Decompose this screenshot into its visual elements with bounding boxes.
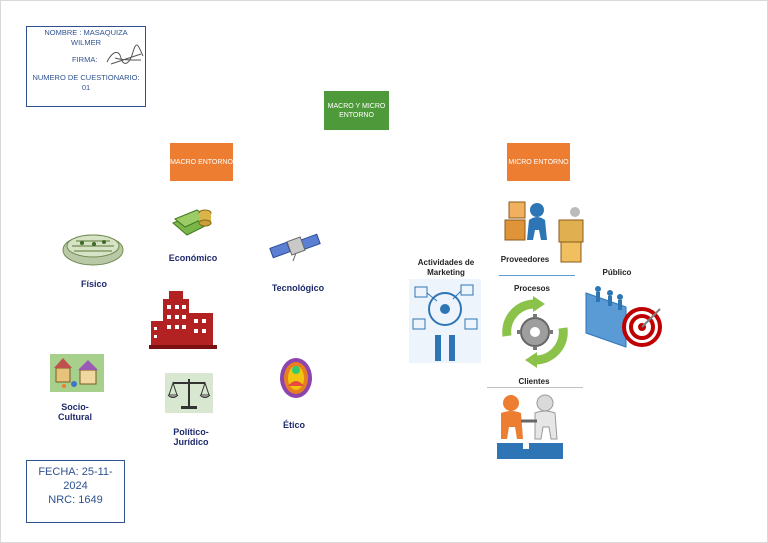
root-label: MACRO Y MICRO ENTORNO <box>327 102 386 119</box>
etico-label: Ético <box>282 420 305 430</box>
economico-label: Económico <box>168 253 218 263</box>
macro-label: MACRO ENTORNO <box>170 158 233 166</box>
fecha-label: FECHA: 25-11-2024 <box>38 466 113 492</box>
root-node: MACRO Y MICRO ENTORNO <box>324 91 389 130</box>
ethics-icon <box>280 358 312 398</box>
target-audience-icon <box>585 286 662 348</box>
socio-cultural-label: Socio-Cultural <box>57 402 92 422</box>
proveedores-label: Proveedores <box>500 255 550 264</box>
cuestionario-label: NUMERO DE CUESTIONARIO: 01 <box>32 73 140 92</box>
supplier-icon <box>504 201 584 263</box>
gears-icon <box>502 296 568 368</box>
village-icon <box>50 354 104 392</box>
tecnologico-label: Tecnológico <box>271 283 325 293</box>
scales-icon <box>165 373 213 413</box>
field-icon <box>62 234 124 266</box>
date-box: FECHA: 25-11-2024 NRC: 1649 <box>26 460 125 523</box>
money-icon <box>172 209 212 236</box>
signature-icon <box>106 44 144 65</box>
firma-label: FIRMA: <box>72 55 98 64</box>
clientes-label: Clientes <box>518 377 550 386</box>
building-icon <box>149 291 217 349</box>
politico-juridico-label: Político-Jurídico <box>173 427 209 447</box>
macro-node: MACRO ENTORNO <box>170 143 233 181</box>
handshake-icon <box>497 394 563 459</box>
publico-label: Público <box>602 268 632 277</box>
actividades-label: Actividades de Marketing <box>417 258 475 277</box>
nrc-label: NRC: 1649 <box>48 494 103 506</box>
info-box: NOMBRE : MASAQUIZA WILMER FIRMA: NUMERO … <box>26 26 146 107</box>
micro-node: MICRO ENTORNO <box>507 143 570 181</box>
procesos-label: Procesos <box>513 284 551 293</box>
nombre-label: NOMBRE : MASAQUIZA WILMER <box>44 28 128 47</box>
micro-label: MICRO ENTORNO <box>508 158 569 166</box>
clientes-divider <box>487 387 583 388</box>
proveedores-divider <box>499 275 575 276</box>
fisico-label: Físico <box>80 279 107 289</box>
marketing-icon <box>409 279 481 363</box>
satellite-icon <box>269 233 321 262</box>
